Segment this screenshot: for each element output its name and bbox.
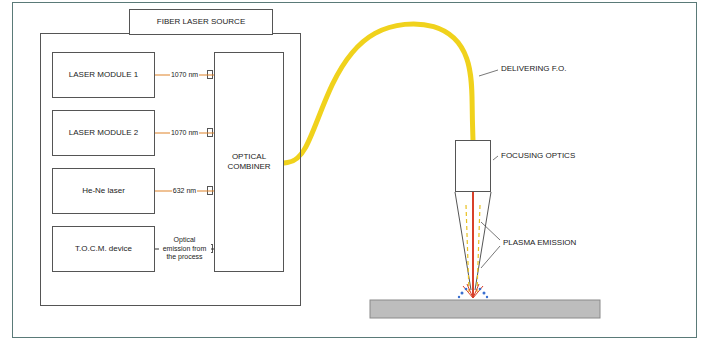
wavelength-label: Optical emission from the process xyxy=(159,236,211,261)
box-label: LASER MODULE 1 xyxy=(69,70,138,80)
optics-head: FOCUSING OPTICS xyxy=(455,140,491,192)
laser-beam xyxy=(472,192,474,298)
fiber-label: DELIVERING F.O. xyxy=(500,64,567,74)
module-box: OPTICAL COMBINER xyxy=(214,52,284,272)
box-label: LASER MODULE 2 xyxy=(69,128,138,138)
title-tab: FIBER LASER SOURCE xyxy=(129,9,273,35)
outer-frame xyxy=(13,3,697,338)
enclosure-title: FIBER LASER SOURCE xyxy=(157,17,245,27)
plasma-plume xyxy=(458,284,488,298)
module-box: LASER MODULE 1 xyxy=(52,52,155,98)
wavelength-label: 632 nm xyxy=(172,187,197,195)
wavelength-label: 1070 nm xyxy=(170,129,199,137)
workpiece xyxy=(370,300,600,318)
module-box: T.O.C.M. device xyxy=(52,226,155,272)
box-label: He-Ne laser xyxy=(82,186,125,196)
module-box: LASER MODULE 2 xyxy=(52,110,155,156)
box-label: OPTICAL COMBINER xyxy=(215,152,283,172)
wavelength-label: 1070 nm xyxy=(170,71,199,79)
module-box: He-Ne laser xyxy=(52,168,155,214)
box-label: T.O.C.M. device xyxy=(75,244,132,254)
callout-label: PLASMA EMISSION xyxy=(503,238,576,247)
delivery-fiber xyxy=(284,24,473,163)
plasma-rays xyxy=(466,205,480,292)
part-label: FOCUSING OPTICS xyxy=(501,151,575,160)
